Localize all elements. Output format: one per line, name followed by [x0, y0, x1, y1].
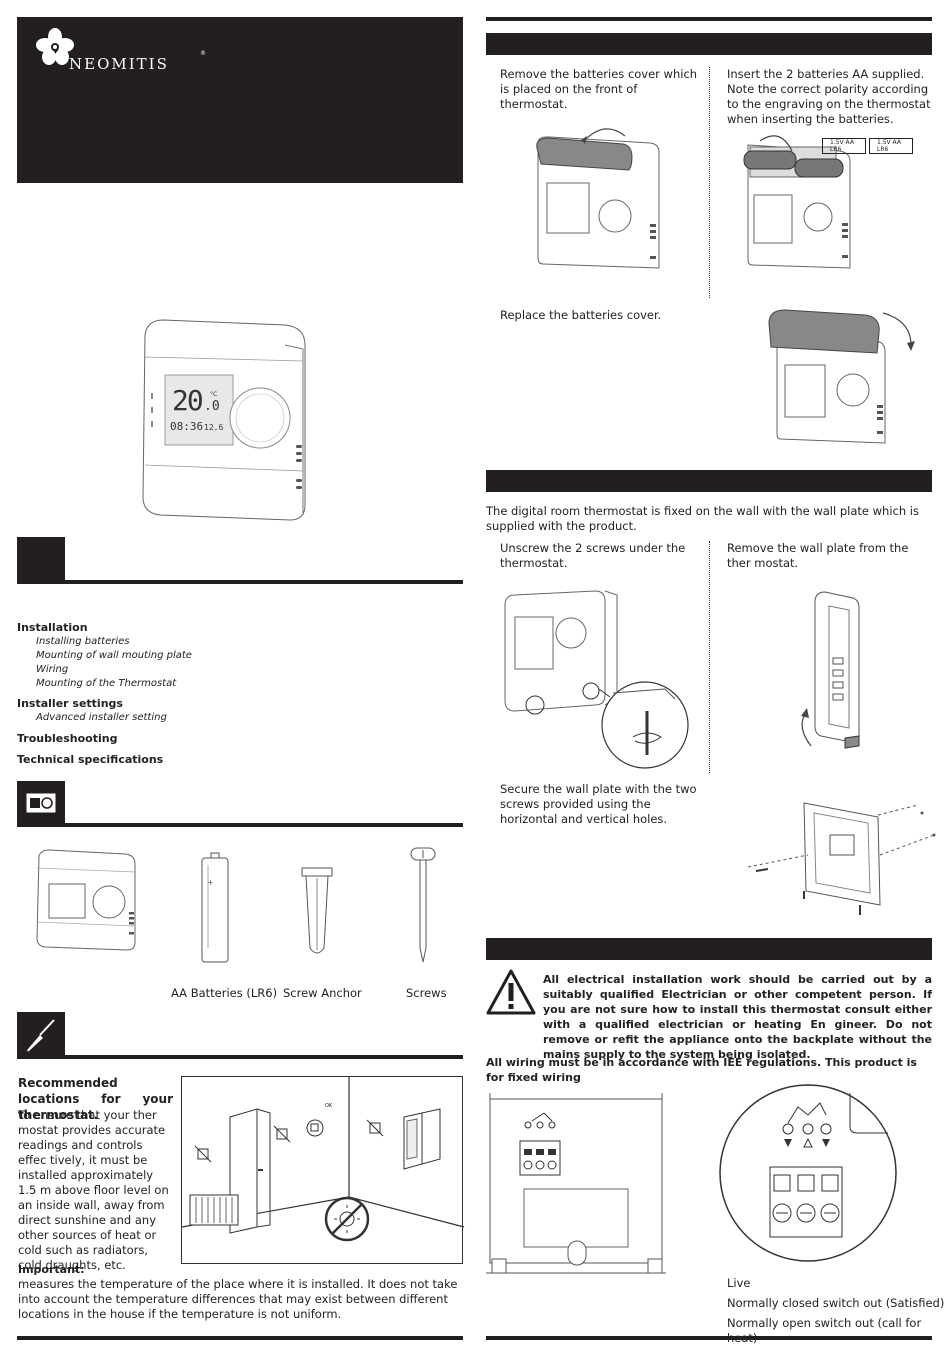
thermostat-product-image: [142, 319, 306, 521]
wallplate-step2: Remove the wall plate from the ther most…: [727, 541, 909, 570]
toc-item[interactable]: Mounting of the Thermostat: [36, 678, 177, 689]
brand-name: NEOMITIS: [69, 55, 169, 73]
insert-batteries-image: [743, 135, 851, 269]
section-rule-box-contents: [17, 823, 463, 827]
thermostat-icon: [26, 793, 56, 813]
lcd-temp-decimal: .0: [204, 399, 220, 414]
lcd-temp: 20: [172, 384, 204, 417]
wallplate-intro: The digital room thermostat is fixed on …: [486, 504, 919, 533]
brand-reg: ®: [200, 50, 206, 57]
header-wiring: [486, 938, 932, 960]
toc-item[interactable]: Wiring: [36, 664, 69, 675]
lcd-unit: °C: [210, 391, 218, 398]
toc-heading-troubleshooting[interactable]: Troubleshooting: [17, 732, 118, 745]
ok-label: OK: [325, 1103, 333, 1109]
battery-polarity-text: 1.5V AA LR6: [830, 139, 854, 153]
aa-battery-icon: +: [201, 852, 229, 963]
battery-polarity-label-2: 1.5V AA LR6: [869, 138, 913, 154]
section-rule-contents: [17, 580, 463, 584]
screw-icon: [410, 847, 436, 963]
section-tab-box-contents: [17, 781, 65, 827]
replace-cover-image: [768, 309, 915, 444]
important-text: measures the temperature of the place wh…: [18, 1277, 458, 1321]
location-heading: Recommended locations for your thermosta…: [18, 1076, 173, 1122]
item-label-anchor: Screw Anchor: [283, 986, 362, 1000]
section-rule-installation: [17, 1055, 463, 1059]
section-tab-contents: [17, 537, 65, 583]
wiring-warning: All electrical installation work should …: [543, 973, 932, 1061]
footer-rule-left: [17, 1336, 463, 1340]
item-label-batteries: AA Batteries (LR6): [171, 986, 278, 1000]
secure-wall-plate-image: [747, 802, 936, 915]
table-of-contents: Installation Installing batteries Mounti…: [17, 620, 317, 767]
battery-polarity-text: 1.5V AA LR6: [877, 139, 901, 153]
screwdriver-icon: [27, 1019, 55, 1052]
flower-logo-icon: [36, 28, 74, 65]
toc-heading-technical-specifications[interactable]: Technical specifications: [17, 753, 164, 766]
footer-rule-right: [486, 1336, 932, 1340]
toc-item[interactable]: Mounting of wall mouting plate: [36, 650, 192, 661]
item-label-screws: Screws: [406, 986, 447, 1000]
section-tab-installation: [17, 1012, 65, 1058]
battery-step3: Replace the batteries cover.: [500, 308, 662, 322]
thermostat-item-image: [36, 849, 136, 951]
cover-banner: NEOMITIS ®: [17, 17, 463, 183]
terminal-closeup-image: [719, 1084, 897, 1262]
location-body: To ensure that your ther mostat provides…: [18, 1108, 169, 1272]
wallplate-step1: Unscrew the 2 screws under the thermosta…: [500, 541, 686, 570]
battery-step1: Remove the batteries cover which is plac…: [500, 67, 698, 111]
column-divider: [709, 541, 710, 773]
toc-heading-installation[interactable]: Installation: [17, 621, 88, 634]
wiring-iee: All wiring must be in accordance with IE…: [486, 1056, 917, 1084]
battery-step2: Insert the 2 batteries AA supplied. Note…: [727, 67, 931, 126]
room-diagram: OK: [181, 1076, 465, 1264]
header-wall-plate: [486, 470, 932, 492]
top-rule-right: [486, 17, 932, 21]
screw-anchor-icon: [301, 867, 333, 954]
svg-text:+: +: [207, 878, 214, 887]
toc-item[interactable]: Advanced installer setting: [36, 712, 167, 723]
lcd-time: 08:36: [170, 420, 204, 433]
toc-heading-installer-settings[interactable]: Installer settings: [17, 697, 123, 710]
backplate-wiring-image: [486, 1093, 666, 1274]
terminal-label-live: Live: [727, 1276, 751, 1290]
unscrew-image: [504, 590, 689, 769]
wallplate-step3: Secure the wall plate with the two screw…: [500, 782, 697, 826]
important-label: Important:: [18, 1263, 85, 1276]
remove-cover-image: [536, 128, 660, 269]
toc-item[interactable]: Installing batteries: [36, 636, 130, 647]
lcd-extra: 12.6: [204, 423, 224, 432]
remove-wall-plate-image: [801, 591, 860, 749]
column-divider: [709, 67, 710, 298]
header-batteries: [486, 33, 932, 55]
terminal-label-nc: Normally closed switch out (Satisfied): [727, 1296, 945, 1310]
terminal-label-no: Normally open switch out (call for heat): [727, 1316, 922, 1345]
battery-polarity-label: 1.5V AA LR6: [822, 138, 866, 154]
warning-icon: [486, 969, 536, 1015]
